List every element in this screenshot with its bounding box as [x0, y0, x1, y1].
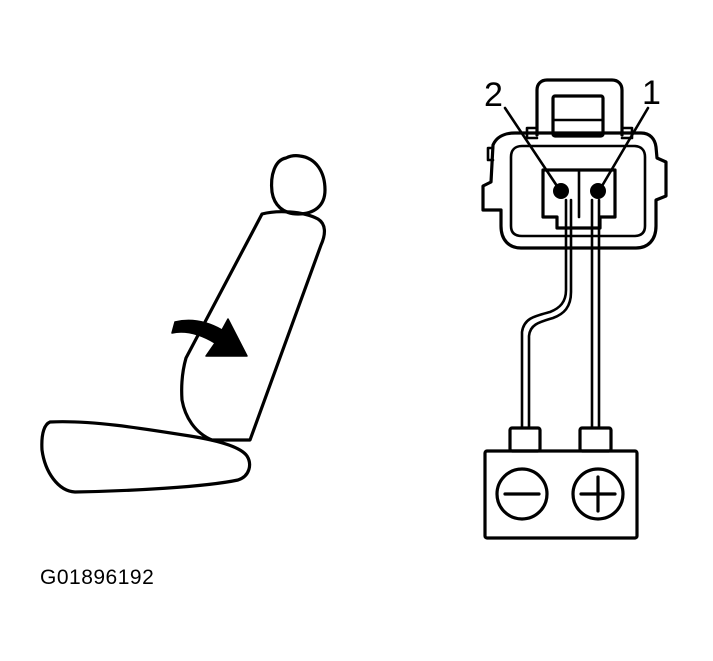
pin-1-leader: [600, 106, 650, 188]
test-leads: [520, 198, 601, 430]
connector-inner-outline: [509, 144, 647, 238]
figure-code: G01896192: [40, 566, 155, 589]
pin-label-1: 1: [642, 74, 661, 112]
connector-latch: [535, 78, 624, 137]
seat-backrest: [180, 210, 326, 442]
pin-label-2: 2: [484, 76, 503, 114]
battery-positive-post: [578, 426, 613, 453]
minus-icon: [495, 467, 549, 521]
negative-lead: [520, 198, 568, 430]
battery-negative-post: [508, 426, 542, 453]
connector-illustration: 2 1: [481, 74, 668, 250]
battery-body: [483, 449, 639, 540]
seat-illustration: [40, 154, 327, 494]
plus-icon: [571, 467, 625, 521]
seat-headrest: [269, 154, 327, 216]
battery-illustration: [483, 426, 639, 540]
connector-housing: [481, 131, 668, 250]
seat-cushion: [40, 420, 252, 494]
curved-arrow-icon: [171, 318, 248, 357]
pin-2-leader: [503, 106, 559, 188]
connector-latch-button: [551, 94, 605, 138]
